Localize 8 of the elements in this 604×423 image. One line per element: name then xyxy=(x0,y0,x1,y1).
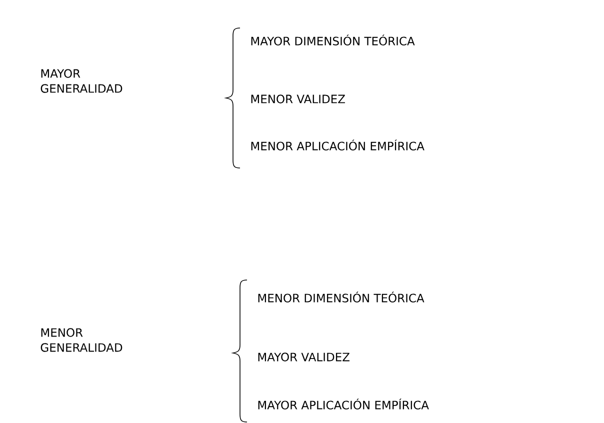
item-text: MENOR APLICACIÓN EMPÍRICA xyxy=(251,140,424,150)
item-text: MAYOR DIMENSIÓN TEÓRICA xyxy=(251,34,415,46)
item-text: MENOR DIMENSIÓN TEÓRICA xyxy=(258,292,424,302)
side-label: MENOR GENERALIDAD xyxy=(40,328,122,352)
item-text: MENOR VALIDEZ xyxy=(251,94,345,104)
side-label: MAYOR GENERALIDAD xyxy=(40,69,122,93)
item-text: MAYOR APLICACIÓN EMPÍRICA xyxy=(258,398,429,410)
item-text: MAYOR VALIDEZ xyxy=(258,352,350,362)
